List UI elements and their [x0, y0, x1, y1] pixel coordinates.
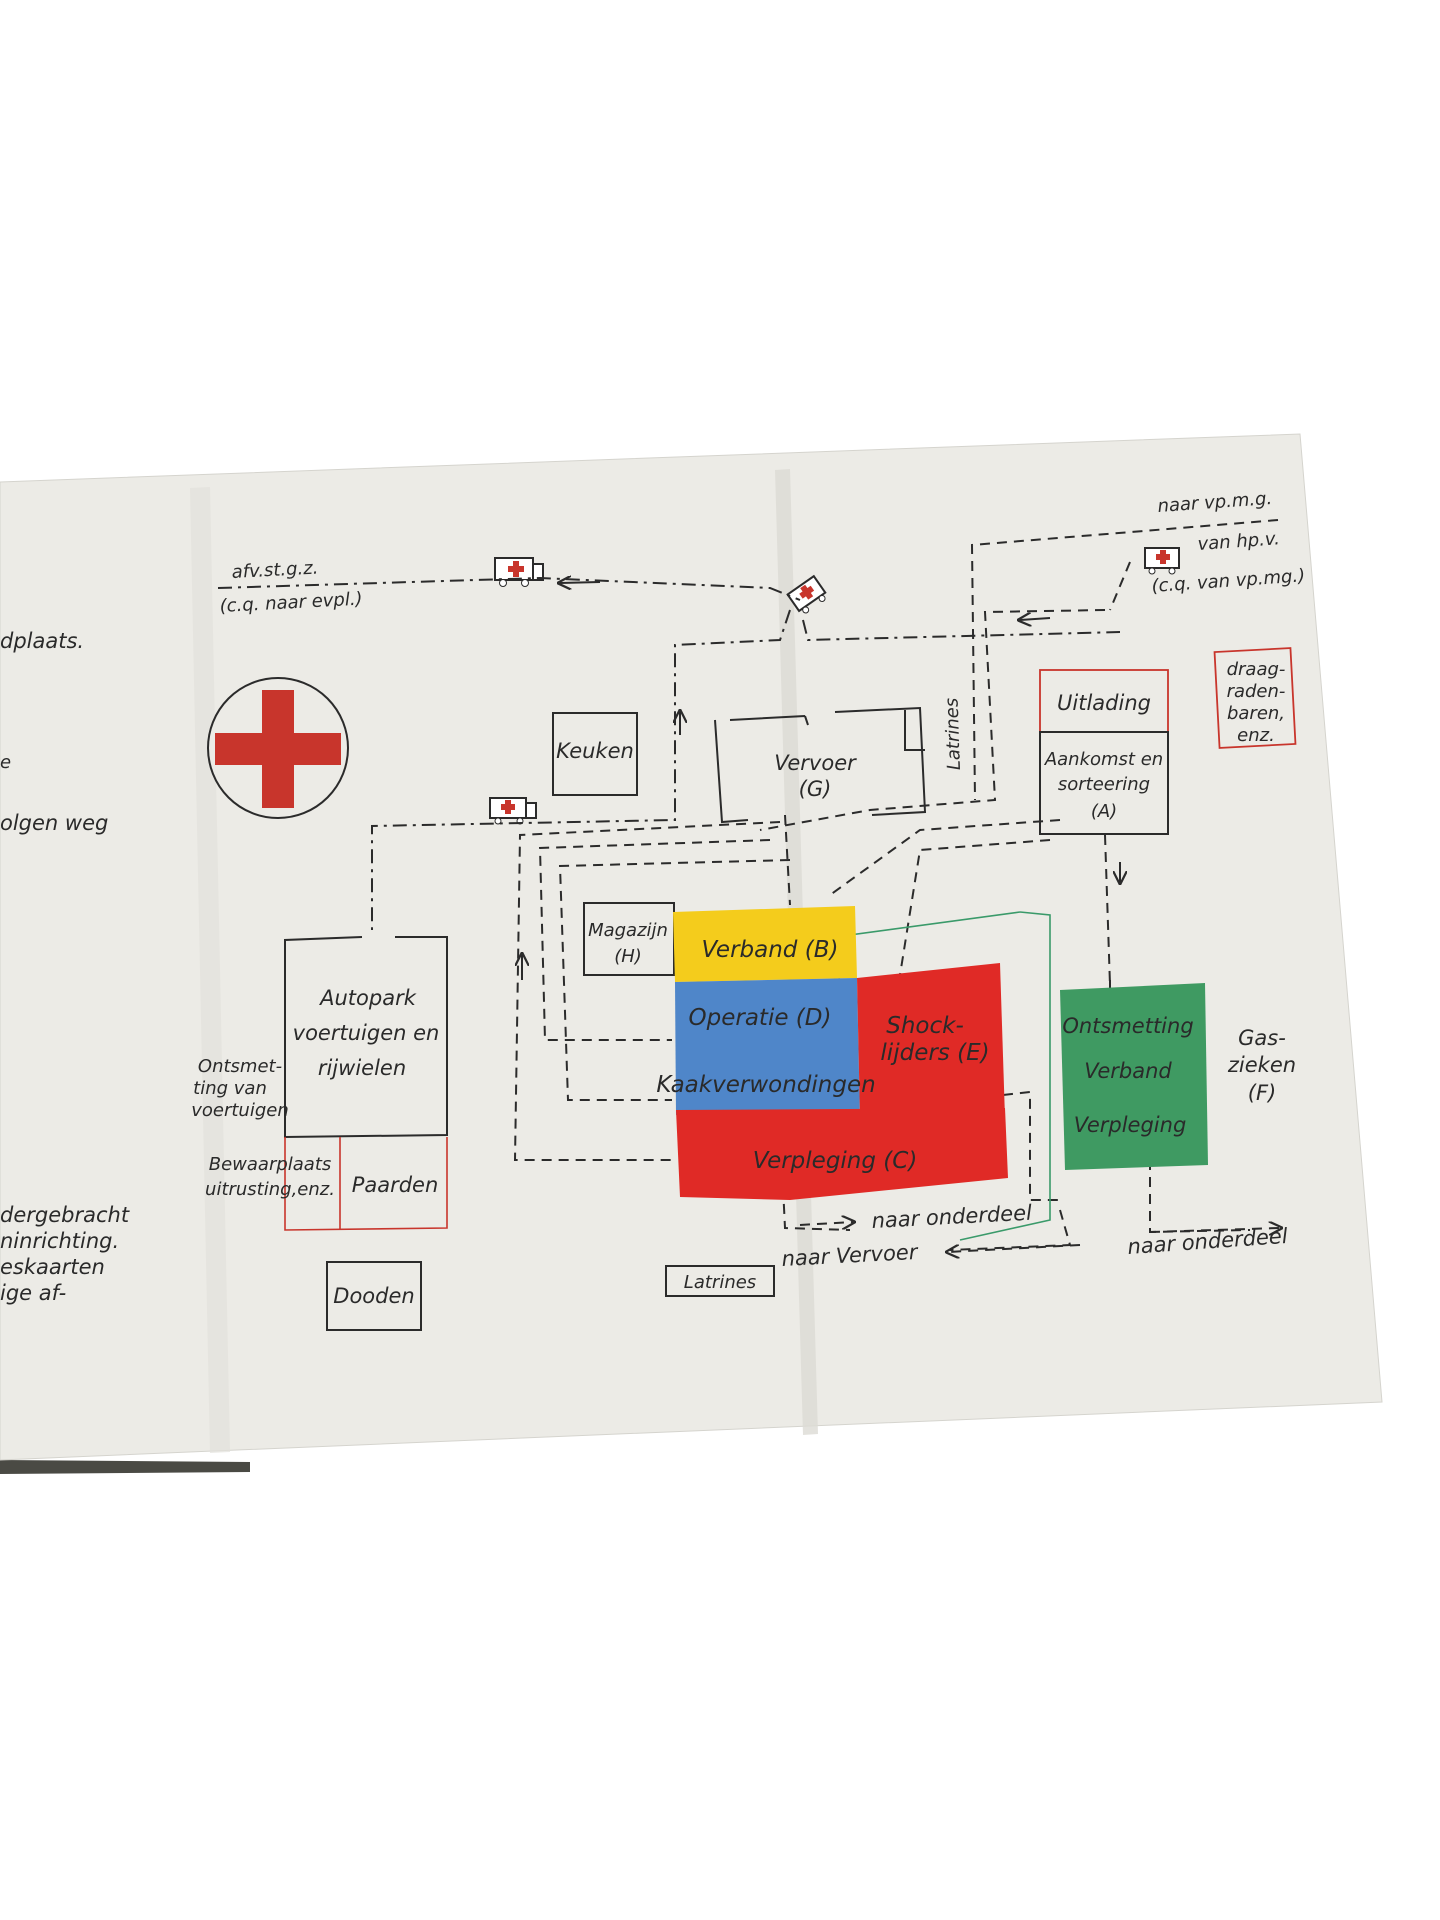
- left-fragment-2: e: [0, 752, 11, 773]
- arrow-top-right: [1020, 618, 1051, 620]
- route-to-vervoer-arrow: [948, 1244, 1081, 1252]
- latrines-vertical-label: Latrines: [941, 697, 965, 770]
- route-a-down: [1104, 834, 1111, 986]
- ontsmet-label-3: voertuigen: [191, 1100, 289, 1121]
- left-fragment-1: dplaats.: [0, 629, 84, 653]
- route-c-bottom: [782, 1186, 851, 1231]
- ontsmet-label-2: ting van: [193, 1078, 267, 1099]
- ambulance-icon: [1144, 547, 1180, 575]
- treatment-block: Verband (B) Operatie (D) Shock- lijders …: [656, 906, 1008, 1200]
- vervoer-box: Vervoer (G) Latrines: [714, 697, 965, 824]
- draag-line-4: enz.: [1237, 725, 1275, 746]
- left-page-text: dplaats. e olgen weg dergebracht ninrich…: [0, 629, 130, 1305]
- gaszieken-label-1: Gas-: [1238, 1026, 1286, 1050]
- paarden-label: Paarden: [352, 1173, 439, 1197]
- aankomst-label: Aankomst en: [1044, 749, 1163, 770]
- sorteering-label: sorteering: [1058, 774, 1150, 795]
- label-afv: afv.st.g.z.: [231, 557, 319, 583]
- verband-f-label: Verband: [1084, 1059, 1172, 1083]
- gaszieken-block: Ontsmetting Verband Verpleging Gas- ziek…: [1060, 983, 1296, 1170]
- shock-e-box: [857, 963, 1005, 1120]
- vehicle-route-top: [217, 576, 801, 601]
- dooden-box: Dooden: [326, 1261, 422, 1331]
- ambulance-icon: [489, 797, 537, 825]
- vehicle-route-down: [371, 609, 791, 930]
- autopark-box: Autopark voertuigen en rijwielen Ontsmet…: [191, 936, 448, 1139]
- left-fragment-4: dergebracht: [0, 1203, 130, 1227]
- autopark-label-1: Autopark: [318, 986, 417, 1010]
- route-a-to-b: [829, 819, 1061, 896]
- draag-line-1: draag-: [1227, 659, 1286, 680]
- draag-line-3: baren,: [1227, 703, 1285, 724]
- ambulance-icon: [494, 557, 544, 587]
- operatie-d-box: [675, 978, 860, 1120]
- vervoer-code: (G): [799, 777, 832, 801]
- operatie-d-label: Operatie (D): [689, 1005, 832, 1031]
- gaszieken-code: (F): [1248, 1081, 1276, 1105]
- latrines-bottom-label: Latrines: [684, 1272, 756, 1293]
- route-to-vpmg: [970, 519, 1279, 801]
- autopark-label-2: voertuigen en: [293, 1021, 440, 1045]
- green-route-2: [959, 911, 1051, 1241]
- shock-label: Shock-: [886, 1013, 964, 1039]
- bewaarplaats-label-1: Bewaarplaats: [209, 1154, 332, 1175]
- ontsmetting-label: Ontsmetting: [1062, 1014, 1193, 1038]
- shock-code: lijders (E): [880, 1040, 989, 1066]
- bewaarplaats-label-2: uitrusting,enz.: [205, 1179, 335, 1200]
- left-fragment-5: ninrichting.: [0, 1229, 119, 1253]
- route-to-onderdeel-2: [1149, 1228, 1280, 1232]
- draagbaren-box: draag- raden- baren, enz.: [1213, 647, 1297, 749]
- route-a-to-e: [899, 839, 1051, 976]
- ambulance-icon: [786, 574, 827, 614]
- magazijn-code: (H): [614, 946, 642, 967]
- left-fragment-3: olgen weg: [0, 811, 108, 835]
- left-fragment-7: ige af-: [0, 1281, 66, 1305]
- verpleging-f-label: Verpleging: [1074, 1113, 1187, 1137]
- latrines-box: Latrines: [665, 1265, 775, 1297]
- draag-line-2: raden-: [1227, 681, 1286, 702]
- book-cover-edge: [0, 1460, 250, 1474]
- verband-b-box: [673, 906, 857, 982]
- gaszieken-box: [1060, 983, 1208, 1170]
- aankomst-code: (A): [1091, 801, 1117, 822]
- route-loop-left-3: [558, 859, 791, 1101]
- route-loop-left: [513, 821, 781, 1161]
- bewaarplaats-box: Bewaarplaats uitrusting,enz. Paarden: [205, 1137, 448, 1231]
- dooden-label: Dooden: [333, 1284, 414, 1308]
- uitlading-label: Uitlading: [1057, 691, 1151, 715]
- route-to-onderdeel-1: [799, 1222, 853, 1225]
- verband-b-label: Verband (B): [702, 937, 839, 963]
- vehicle-route-inner: [802, 619, 1121, 642]
- route-vervoer-down: [784, 814, 791, 906]
- left-fragment-6: eskaarten: [0, 1255, 105, 1279]
- route-return: [759, 609, 1106, 831]
- vervoer-label: Vervoer: [774, 751, 857, 775]
- autopark-label-3: rijwielen: [318, 1056, 406, 1080]
- kaak-label: Kaakverwondingen: [656, 1072, 875, 1098]
- red-cross-emblem: [207, 677, 349, 819]
- fold-shade-left: [190, 487, 230, 1453]
- flow-lines: [217, 519, 1280, 1252]
- route-from-hpv: [1109, 561, 1131, 611]
- keuken-box: Keuken: [552, 712, 638, 796]
- verpleging-c-label: Verpleging (C): [753, 1148, 918, 1174]
- aankomst-box: Uitlading Aankomst en sorteering (A): [1039, 669, 1169, 835]
- ontsmet-label-1: Ontsmet-: [198, 1056, 282, 1077]
- verpleging-c-box: [676, 1108, 1008, 1200]
- route-loop-left-2: [538, 839, 771, 1041]
- keuken-label: Keuken: [556, 739, 634, 763]
- magazijn-label: Magazijn: [588, 920, 668, 941]
- arrow-top-left: [560, 582, 601, 583]
- gaszieken-label-2: zieken: [1227, 1053, 1296, 1077]
